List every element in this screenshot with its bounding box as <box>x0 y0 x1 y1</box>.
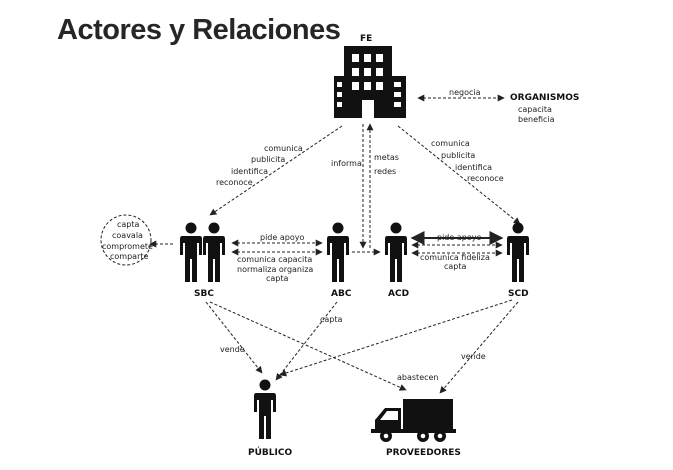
node-proveedores: PROVEEDORES <box>386 448 461 458</box>
building-icon <box>334 46 406 118</box>
label-redes: redes <box>374 167 396 176</box>
person-icon-abc <box>327 222 349 282</box>
label-fe-sbc-2: publicita <box>251 155 285 164</box>
label-sbc-abc-2: normaliza organiza <box>237 265 313 274</box>
label-negocia: negocia <box>449 88 481 97</box>
sbc-loop <box>100 214 152 266</box>
label-fe-scd-1: comunica <box>431 139 470 148</box>
label-fe-sbc-3: identifica <box>231 167 268 176</box>
truck-icon <box>371 399 456 442</box>
person-icon-scd <box>507 222 529 282</box>
node-abc: ABC <box>331 289 352 299</box>
person-icon-acd <box>385 222 407 282</box>
organismos-line-1: capacita <box>518 105 552 114</box>
edge-fe-sbc <box>209 125 343 216</box>
organismos-line-2: beneficia <box>518 115 555 124</box>
label-acd-scd-1: comunica fideliza <box>420 253 490 262</box>
edge-abc-publico <box>275 301 338 381</box>
label-fe-scd-3: identifica <box>455 163 492 172</box>
loop-label-4: comparte <box>110 252 148 261</box>
person-icon-publico <box>254 379 276 439</box>
label-fe-scd-4: reconoce <box>467 174 504 183</box>
label-capta: capta <box>320 315 343 324</box>
label-abastecen: abastecen <box>397 373 439 382</box>
loop-label-2: coavala <box>112 231 143 240</box>
node-fe: FE <box>360 34 372 44</box>
label-vende-1: vende <box>220 345 245 354</box>
node-publico: PÚBLICO <box>248 446 292 458</box>
person-icon-sbc-2 <box>203 222 225 282</box>
label-acd-scd-2: capta <box>444 262 467 271</box>
node-scd: SCD <box>508 289 529 299</box>
loop-label-3: compromete <box>102 242 153 251</box>
node-sbc: SBC <box>194 289 214 299</box>
label-pide-apoyo-2: pide apoyo <box>437 233 481 242</box>
edge-fe-scd <box>397 125 521 225</box>
label-pide-apoyo-1: pide apoyo <box>260 233 304 242</box>
person-icon-sbc-1 <box>180 222 202 282</box>
label-fe-sbc-1: comunica <box>264 144 303 153</box>
loop-label-1: capta <box>117 220 140 229</box>
label-informa: informa <box>331 159 362 168</box>
edge-sbc-proveedores <box>209 301 407 391</box>
label-fe-scd-2: publicita <box>441 151 475 160</box>
label-fe-sbc-4: reconoce <box>216 178 253 187</box>
edge-sbc-publico <box>205 301 263 374</box>
label-sbc-abc-3: capta <box>266 274 289 283</box>
page-title: Actores y Relaciones <box>57 14 341 46</box>
node-acd: ACD <box>388 289 409 299</box>
edge-scd-publico <box>279 299 513 377</box>
label-sbc-abc-1: comunica capacita <box>237 255 312 264</box>
edge-scd-proveedores <box>439 301 519 394</box>
label-vende-2: vende <box>461 352 486 361</box>
node-organismos: ORGANISMOS <box>510 93 579 103</box>
label-metas: metas <box>374 153 399 162</box>
